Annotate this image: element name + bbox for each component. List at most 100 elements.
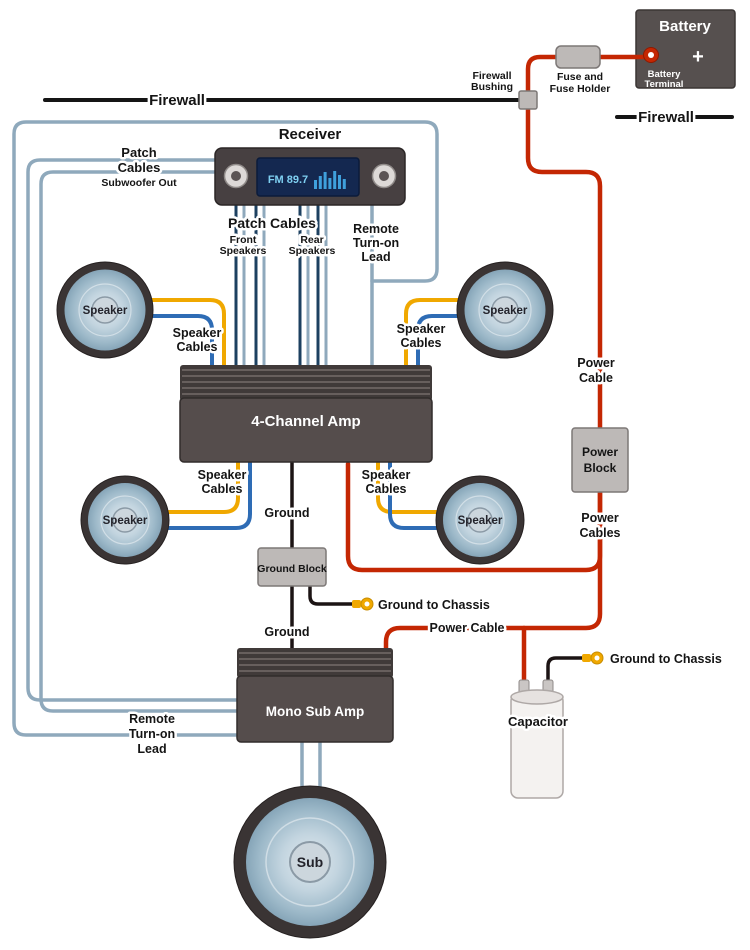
remote-bottom-label-2: Turn-on	[129, 727, 175, 741]
power-cables-red	[345, 54, 651, 687]
fuse-holder-label-2: Fuse Holder	[550, 83, 611, 95]
power-cables-label-2: Cables	[580, 526, 621, 540]
battery-title: Battery	[659, 18, 711, 35]
ground-wires	[290, 460, 584, 686]
fuse-holder-label-1: Fuse and	[557, 71, 603, 83]
speaker-cap	[112, 507, 138, 533]
speaker-cables-fr-1: Speaker	[397, 322, 446, 336]
speaker-cables-fl-1: Speaker	[173, 326, 222, 340]
speaker-label: Speaker	[83, 305, 128, 317]
speaker-cables-rl-2: Cables	[202, 482, 243, 496]
labels: Firewall Firewall Firewall Bushing Fuse …	[99, 18, 724, 759]
speaker-wire-rl-yellow	[165, 460, 240, 514]
front-speakers-label-1: Front	[230, 234, 257, 246]
chassis-terminal-sleeve-icon-2	[582, 654, 591, 662]
battery-box	[635, 9, 736, 89]
remote-top-label-3: Lead	[361, 250, 390, 264]
battery-plus: +	[692, 46, 704, 68]
battery-terminal-label-1: Battery	[648, 69, 681, 80]
power-block-label-2: Block	[584, 461, 617, 475]
firewall-bushing-label-2: Bushing	[471, 81, 513, 93]
chassis-terminal-sleeve-icon	[352, 600, 361, 608]
amp-4channel	[179, 365, 433, 463]
speaker-wire-rr-blue	[388, 460, 440, 530]
power-block	[571, 427, 629, 493]
speaker-wire-fl-blue	[149, 314, 214, 370]
speaker-front-right: Speaker	[456, 261, 554, 359]
volume-knob-left-center	[231, 171, 241, 181]
fuse-holder-block	[555, 45, 601, 69]
power-cable-right-label-1: Power	[577, 356, 615, 370]
battery-ring-hole	[648, 52, 654, 58]
capacitor-top	[510, 689, 564, 705]
firewall-left-label: Firewall	[149, 92, 205, 109]
subwoofer-patch-cable-2	[39, 170, 239, 713]
ground-wire-chassis-right	[546, 656, 584, 686]
speaker-rear-left: Speaker	[80, 475, 170, 565]
firewall-bushing-block	[518, 90, 538, 110]
speaker-cables-fr-2: Cables	[401, 336, 442, 350]
speaker-cables-fl-2: Cables	[177, 340, 218, 354]
firewall-lines	[43, 98, 734, 119]
ground-to-chassis-right-label: Ground to Chassis	[610, 652, 722, 666]
chassis-ring-hole-2	[594, 655, 600, 661]
remote-lead-loop	[12, 120, 439, 737]
ground-top-label: Ground	[264, 506, 309, 520]
speaker-label: Speaker	[458, 515, 503, 527]
subwoofer: Sub	[233, 785, 387, 939]
power-block-label-1: Power	[582, 445, 618, 459]
capacitor-body	[510, 693, 564, 799]
speaker-wire-fr-yellow	[404, 298, 461, 370]
receiver-display-text: FM 89.7	[268, 174, 308, 186]
chassis-ring-hole	[364, 601, 370, 607]
speaker-label: Speaker	[483, 305, 528, 317]
patch-subwoofer-label-3: Subwoofer Out	[101, 177, 177, 189]
speaker-cables-rr-2: Cables	[366, 482, 407, 496]
patch-subwoofer-label-1: Patch	[121, 145, 156, 160]
power-cable-battery-to-bushing	[525, 54, 651, 94]
patch-and-remote-lead-lines	[12, 120, 439, 802]
receiver: FM 89.7	[214, 147, 406, 206]
ground-bottom-label: Ground	[264, 625, 309, 639]
speaker-cap	[491, 296, 519, 324]
patch-cables-title: Patch Cables	[228, 215, 316, 231]
spectrum-bars-icon	[314, 171, 346, 189]
amp4-fins	[182, 369, 430, 395]
subwoofer-patch-cable-1	[26, 158, 239, 702]
capacitor-label: Capacitor	[508, 714, 568, 729]
firewall-bushing-label-1: Firewall	[472, 70, 511, 82]
speaker-wire-fl-yellow	[149, 298, 226, 370]
power-cable-to-monoamp	[383, 487, 603, 657]
monoamp-body	[236, 675, 394, 743]
power-cables-label-1: Power	[581, 511, 619, 525]
ground-to-chassis-mid-label: Ground to Chassis	[378, 598, 490, 612]
power-cable-bottom-label: Power Cable	[429, 621, 504, 635]
sub-cap	[289, 841, 331, 883]
amp4-label: 4-Channel Amp	[251, 413, 360, 430]
remote-top-label-2: Turn-on	[353, 236, 399, 250]
power-cable-bushing-to-block	[525, 106, 603, 433]
speaker-cap	[91, 296, 119, 324]
monoamp-label: Mono Sub Amp	[266, 704, 364, 719]
ground-wire-chassis-mid	[308, 582, 356, 606]
speaker-cables-rl-1: Speaker	[198, 468, 247, 482]
ground-block	[257, 547, 327, 587]
speaker-cap	[467, 507, 493, 533]
rear-speakers-label-2: Speakers	[289, 245, 336, 257]
speaker-wire-rl-blue	[165, 460, 252, 530]
rear-speakers-label-1: Rear	[300, 234, 323, 246]
battery-terminal-label-2: Terminal	[645, 79, 684, 90]
speaker-front-left: Speaker	[56, 261, 154, 359]
amp-mono-sub	[236, 648, 394, 743]
battery	[635, 9, 736, 89]
front-speakers-label-2: Speakers	[220, 245, 267, 257]
volume-knob-right-center	[379, 171, 389, 181]
speaker-wires	[149, 298, 461, 530]
ground-block-label: Ground Block	[257, 563, 327, 575]
remote-bottom-label-1: Remote	[129, 712, 175, 726]
speaker-wire-fr-blue	[416, 314, 461, 370]
speaker-rear-right: Speaker	[435, 475, 525, 565]
firewall-right-label: Firewall	[638, 109, 694, 126]
